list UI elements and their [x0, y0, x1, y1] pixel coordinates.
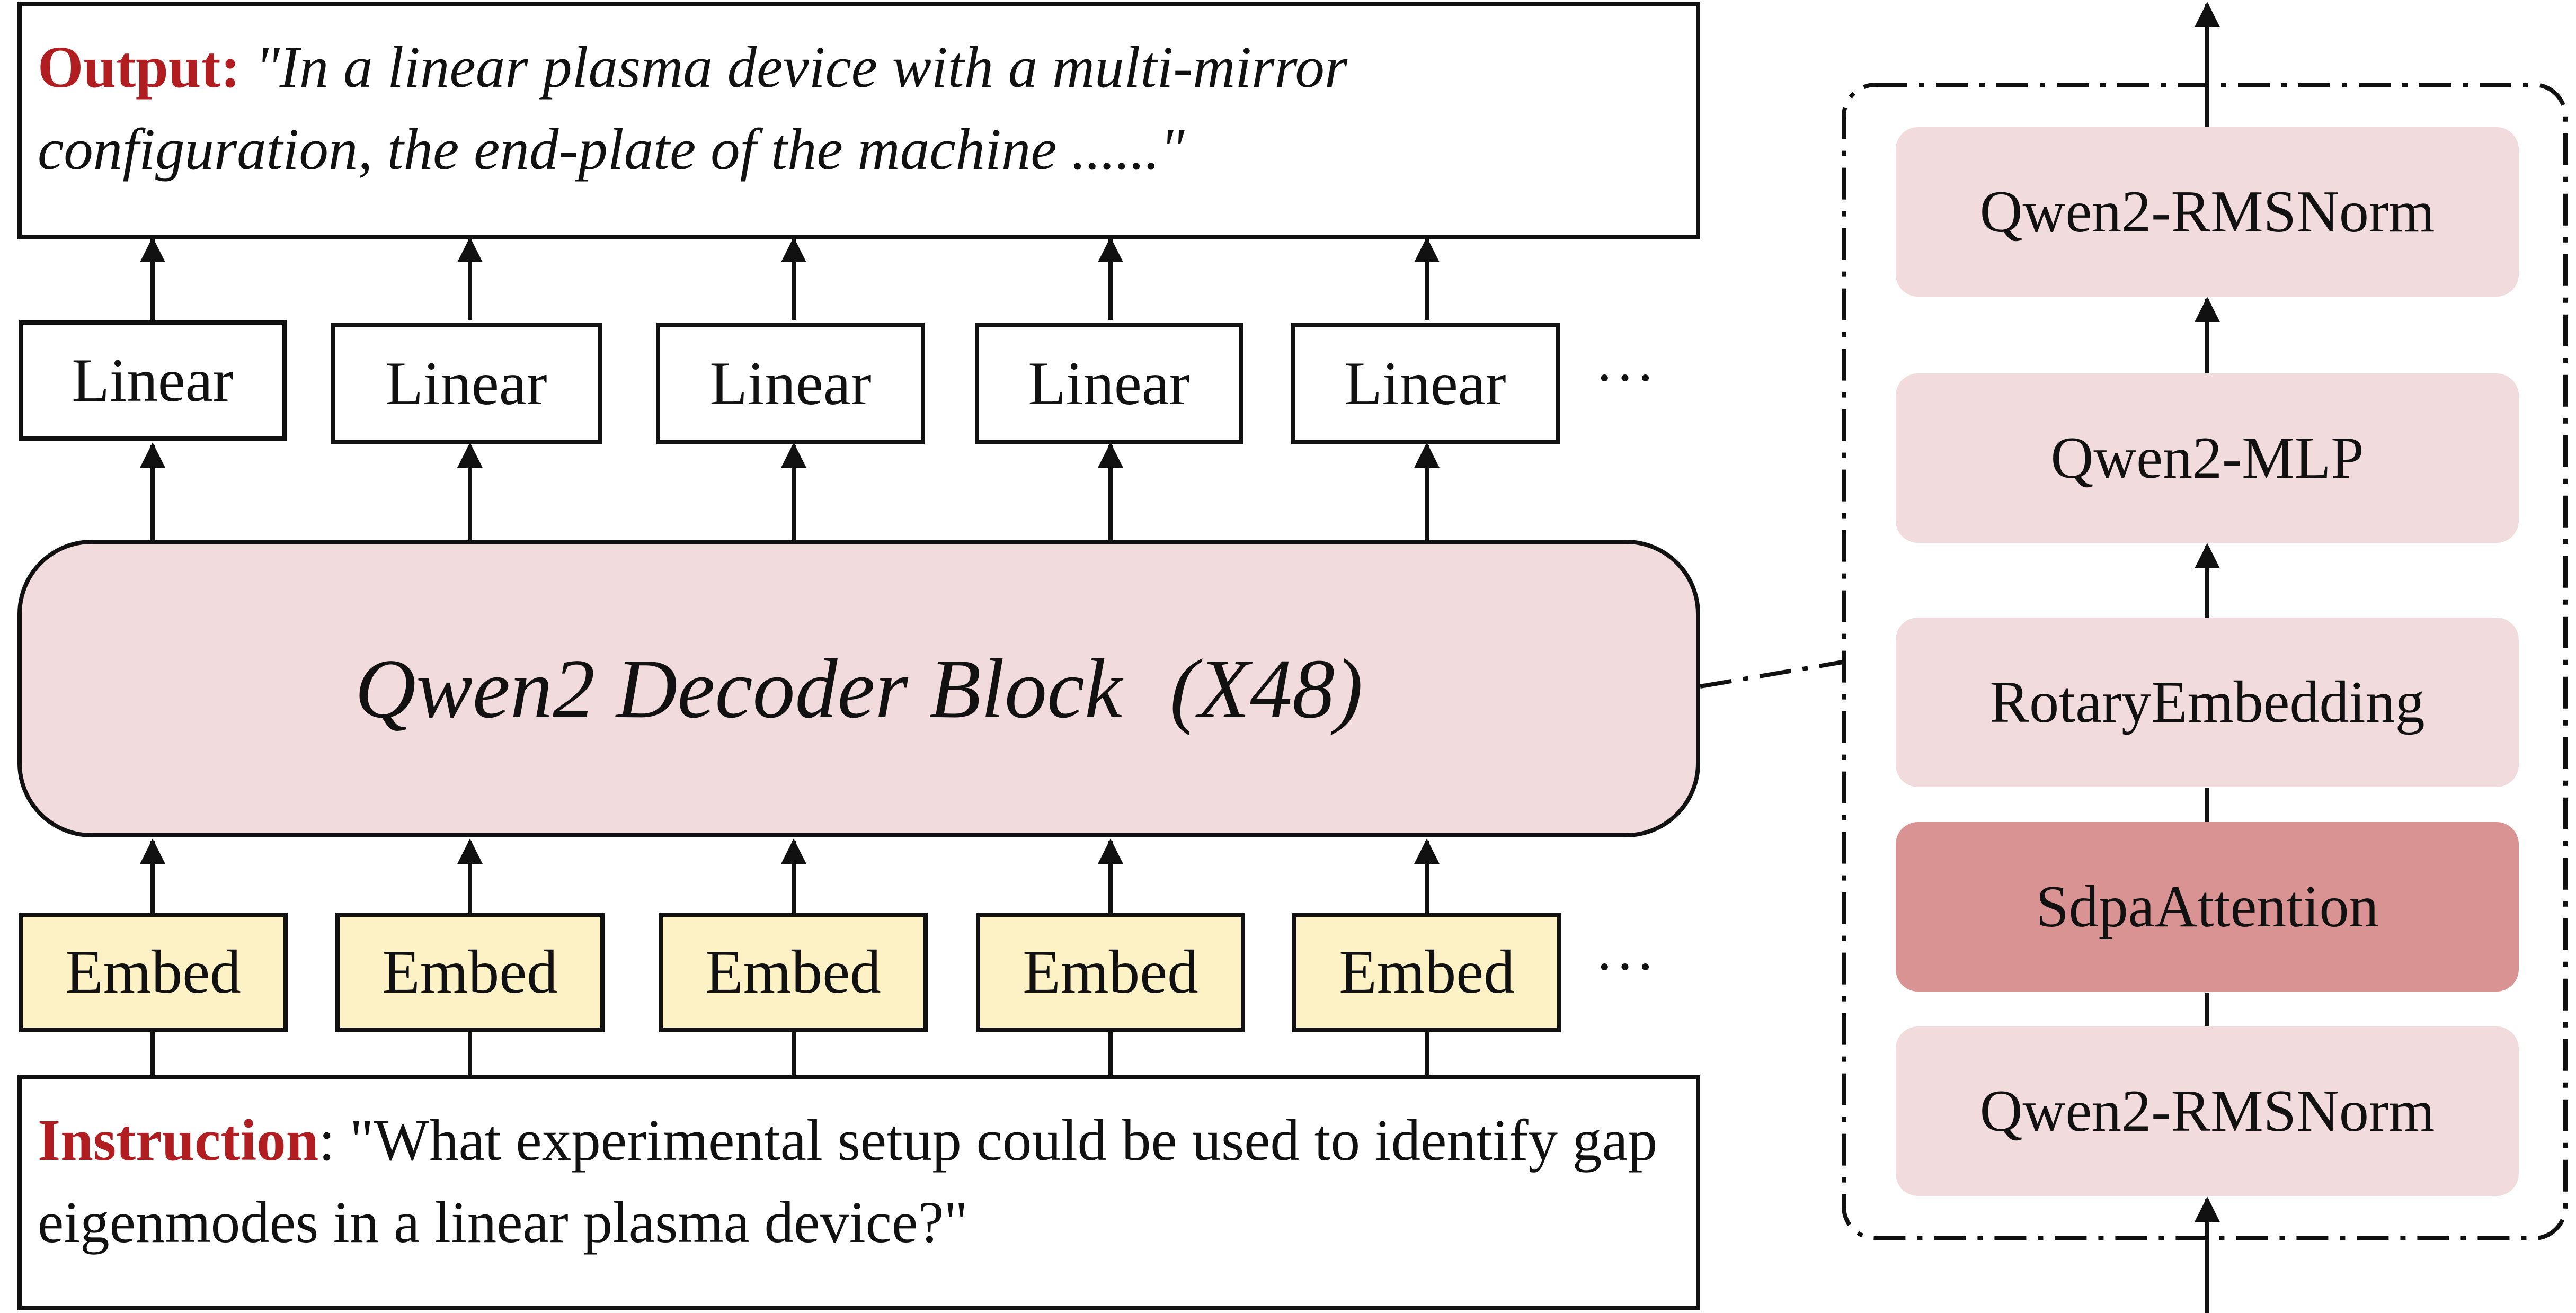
mlp-layer: Qwen2-MLP — [1896, 373, 2519, 543]
rmsnorm-input-layer: Qwen2-RMSNorm — [1896, 1026, 2519, 1196]
embed-box: Embed — [976, 913, 1245, 1032]
linear-label: Linear — [709, 349, 872, 418]
output-label: Output — [38, 35, 221, 100]
embed-box: Embed — [1292, 913, 1561, 1032]
decoder-to-linear-arrows — [140, 442, 1440, 540]
decoder-block: Qwen2 Decoder Block (X48) — [17, 540, 1700, 837]
embed-box: Embed — [659, 913, 928, 1032]
output-text: "In a linear plasma device with a multi-… — [38, 35, 1348, 182]
embed-ellipsis: ··· — [1595, 934, 1656, 999]
layer-label: SdpaAttention — [2036, 874, 2379, 940]
instruction-separator: : — [318, 1108, 350, 1173]
linear-label: Linear — [385, 349, 547, 418]
embed-label: Embed — [705, 938, 881, 1006]
linear-box: Linear — [975, 323, 1243, 444]
sdpa-attention-layer: SdpaAttention — [1896, 822, 2519, 992]
instruction-label: Instruction — [38, 1108, 319, 1173]
linear-ellipsis: ··· — [1595, 345, 1656, 410]
linear-label: Linear — [1344, 349, 1506, 418]
embed-label: Embed — [1339, 938, 1515, 1006]
embed-label: Embed — [382, 938, 558, 1006]
embed-box: Embed — [19, 913, 288, 1032]
output-separator: : — [220, 35, 255, 100]
detail-connector — [1700, 660, 1843, 689]
embed-to-decoder-arrows — [140, 838, 1440, 913]
embed-box: Embed — [335, 913, 605, 1032]
embed-label: Embed — [65, 938, 241, 1006]
decoder-label: Qwen2 Decoder Block — [354, 641, 1123, 736]
output-box: Output: "In a linear plasma device with … — [17, 2, 1700, 239]
instruction-text: "What experimental setup could be used t… — [38, 1108, 1658, 1255]
linear-box: Linear — [331, 323, 602, 444]
instruction-box: Instruction: "What experimental setup co… — [17, 1075, 1700, 1310]
linear-label: Linear — [72, 346, 234, 415]
layer-label: Qwen2-RMSNorm — [1979, 1078, 2435, 1144]
embed-label: Embed — [1023, 938, 1198, 1006]
layer-label: RotaryEmbedding — [1989, 669, 2425, 735]
linear-box: Linear — [656, 323, 925, 444]
linear-to-output-arrows — [140, 237, 1440, 320]
rotary-embedding-layer: RotaryEmbedding — [1896, 618, 2519, 787]
linear-label: Linear — [1028, 349, 1190, 418]
instruction-to-embed-lines — [150, 1032, 1429, 1075]
linear-box: Linear — [19, 320, 287, 441]
detail-frame — [1842, 83, 2568, 1240]
layer-label: Qwen2-MLP — [2050, 425, 2364, 491]
linear-box: Linear — [1291, 323, 1560, 444]
decoder-repeat: (X48) — [1170, 641, 1363, 736]
layer-label: Qwen2-RMSNorm — [1979, 179, 2435, 245]
rmsnorm-output-layer: Qwen2-RMSNorm — [1896, 127, 2519, 297]
